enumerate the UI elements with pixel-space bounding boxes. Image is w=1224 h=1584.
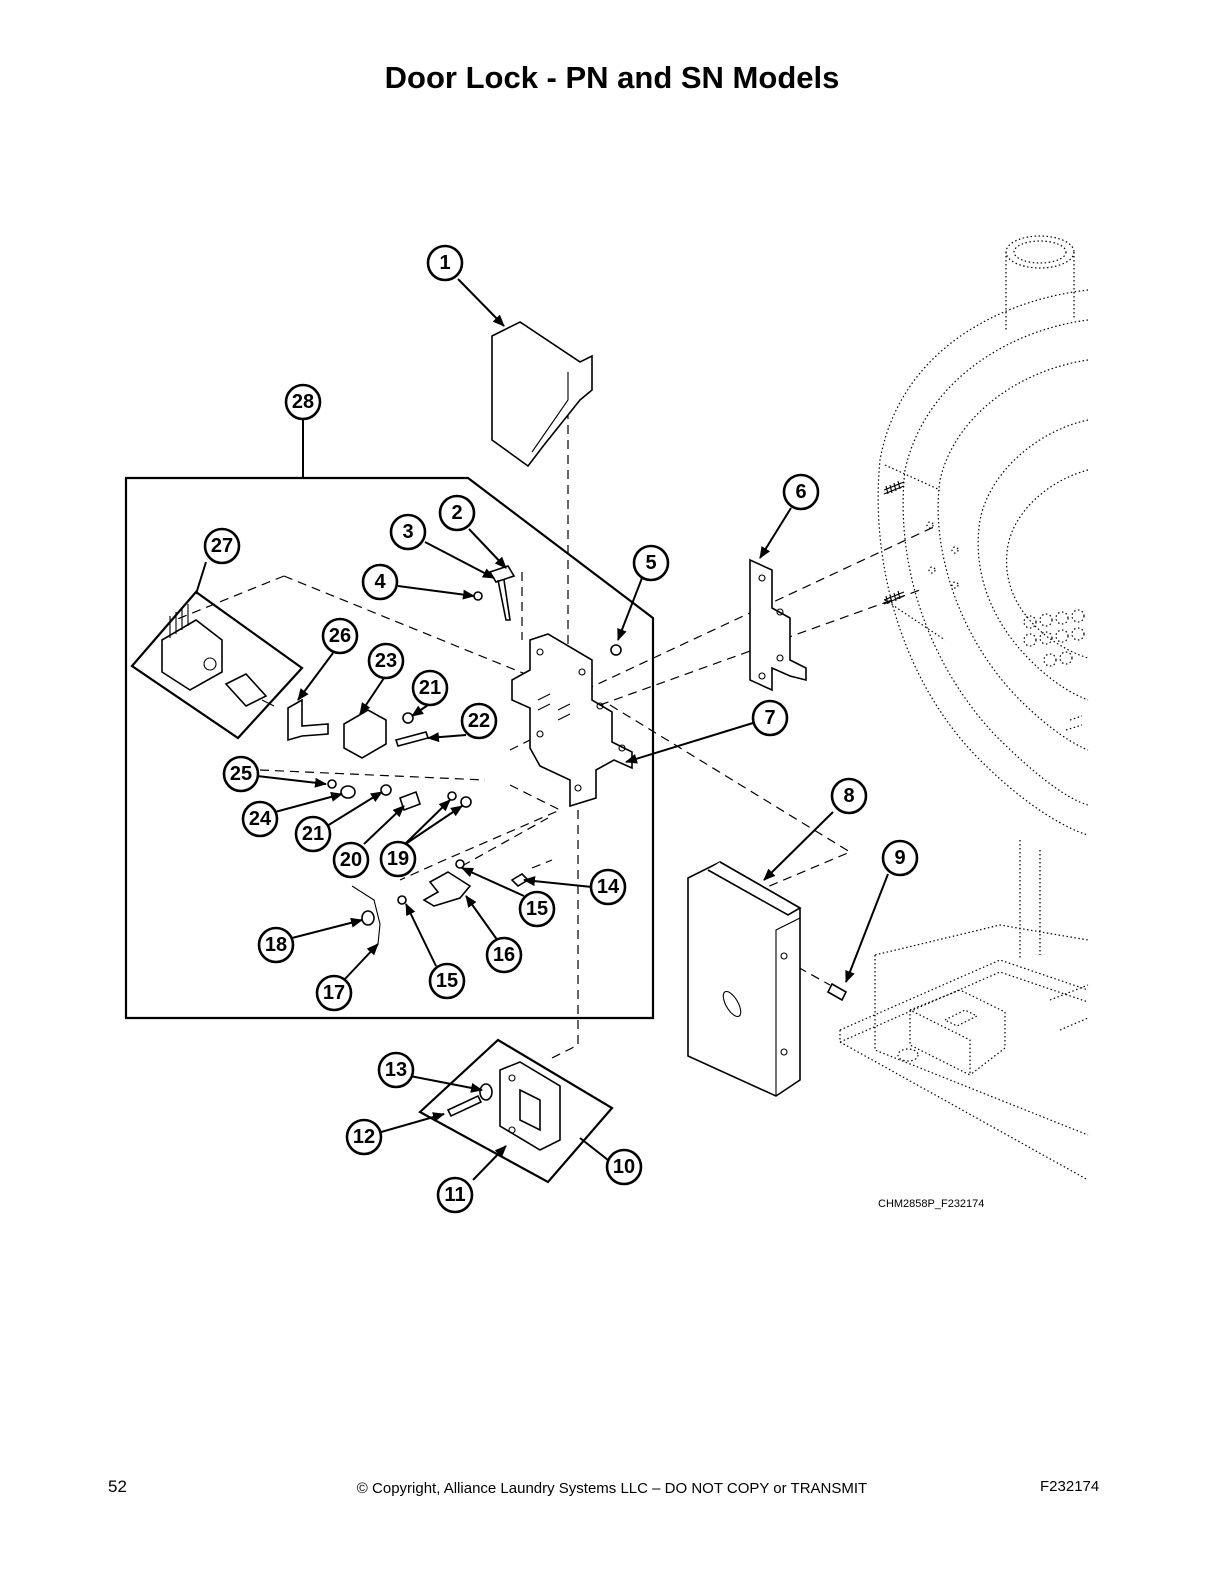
leader-lines bbox=[195, 278, 889, 1181]
callout-12: 12 bbox=[345, 1118, 383, 1156]
callout-21: 21 bbox=[411, 669, 449, 707]
svg-text:12: 12 bbox=[353, 1126, 375, 1148]
machine-outline bbox=[839, 235, 1089, 1181]
svg-text:13: 13 bbox=[385, 1059, 407, 1081]
callout-8: 8 bbox=[830, 777, 868, 815]
callout-28: 28 bbox=[284, 383, 322, 421]
svg-text:1: 1 bbox=[439, 252, 450, 274]
callout-6: 6 bbox=[782, 473, 820, 511]
svg-text:15: 15 bbox=[526, 898, 548, 920]
document-code: F232174 bbox=[1040, 1478, 1100, 1495]
svg-text:19: 19 bbox=[387, 848, 409, 870]
page-number: 52 bbox=[108, 1477, 127, 1496]
small-components bbox=[287, 565, 622, 951]
copyright-notice: © Copyright, Alliance Laundry Systems LL… bbox=[356, 1480, 868, 1497]
callout-18: 18 bbox=[257, 926, 295, 964]
svg-text:10: 10 bbox=[613, 1156, 635, 1178]
part-1-cover bbox=[491, 321, 593, 468]
svg-text:15: 15 bbox=[436, 970, 458, 992]
svg-text:21: 21 bbox=[419, 677, 441, 699]
callout-26: 26 bbox=[321, 617, 359, 655]
svg-text:28: 28 bbox=[292, 391, 314, 413]
svg-text:26: 26 bbox=[329, 625, 351, 647]
callout-23: 23 bbox=[367, 642, 405, 680]
svg-text:9: 9 bbox=[894, 847, 905, 869]
callout-13: 13 bbox=[377, 1051, 415, 1089]
svg-text:6: 6 bbox=[795, 481, 806, 503]
part-10-kit bbox=[418, 1038, 614, 1184]
callout-24: 24 bbox=[241, 800, 279, 838]
callout-1: 1 bbox=[426, 244, 464, 282]
svg-text:22: 22 bbox=[468, 710, 490, 732]
callout-17: 17 bbox=[315, 974, 353, 1012]
callout-16: 16 bbox=[485, 936, 523, 974]
kit-28-boundary bbox=[124, 476, 655, 1020]
part-7-plate bbox=[511, 633, 633, 808]
callout-20: 20 bbox=[332, 841, 370, 879]
svg-text:27: 27 bbox=[211, 535, 233, 557]
svg-text:7: 7 bbox=[764, 707, 775, 729]
svg-text:23: 23 bbox=[375, 650, 397, 672]
svg-text:8: 8 bbox=[843, 785, 854, 807]
svg-text:5: 5 bbox=[645, 552, 656, 574]
figure-id: CHM2858P_F232174 bbox=[878, 1198, 985, 1210]
callout-15b: 15 bbox=[428, 962, 466, 1000]
callout-22: 22 bbox=[460, 702, 498, 740]
callout-9: 9 bbox=[881, 839, 919, 877]
part-27-solenoid-kit bbox=[130, 590, 304, 740]
part-6-bracket bbox=[749, 558, 807, 692]
callout-11: 11 bbox=[436, 1176, 474, 1214]
svg-text:4: 4 bbox=[374, 571, 386, 593]
svg-text:11: 11 bbox=[444, 1184, 465, 1206]
svg-text:14: 14 bbox=[597, 876, 620, 898]
part-8-cover bbox=[687, 861, 802, 1097]
callout-21b: 21 bbox=[294, 815, 332, 853]
svg-text:18: 18 bbox=[265, 934, 287, 956]
callout-4: 4 bbox=[361, 563, 399, 601]
svg-text:21: 21 bbox=[302, 823, 324, 845]
svg-text:24: 24 bbox=[249, 808, 272, 830]
callout-19: 19 bbox=[379, 840, 417, 878]
callout-27: 27 bbox=[203, 527, 241, 565]
svg-text:3: 3 bbox=[402, 521, 413, 543]
callout-14: 14 bbox=[589, 868, 627, 906]
svg-text:2: 2 bbox=[451, 502, 462, 524]
page-title: Door Lock - PN and SN Models bbox=[384, 60, 840, 95]
callout-5: 5 bbox=[632, 544, 670, 582]
part-9-screw bbox=[826, 982, 848, 1002]
svg-text:25: 25 bbox=[230, 763, 252, 785]
svg-text:17: 17 bbox=[323, 982, 345, 1004]
callout-25: 25 bbox=[222, 755, 260, 793]
callout-7: 7 bbox=[751, 699, 789, 737]
svg-text:16: 16 bbox=[493, 944, 515, 966]
callout-15a: 15 bbox=[518, 890, 556, 928]
callout-2: 2 bbox=[438, 494, 476, 532]
callout-3: 3 bbox=[389, 513, 427, 551]
svg-text:20: 20 bbox=[340, 849, 362, 871]
callout-10: 10 bbox=[605, 1148, 643, 1186]
